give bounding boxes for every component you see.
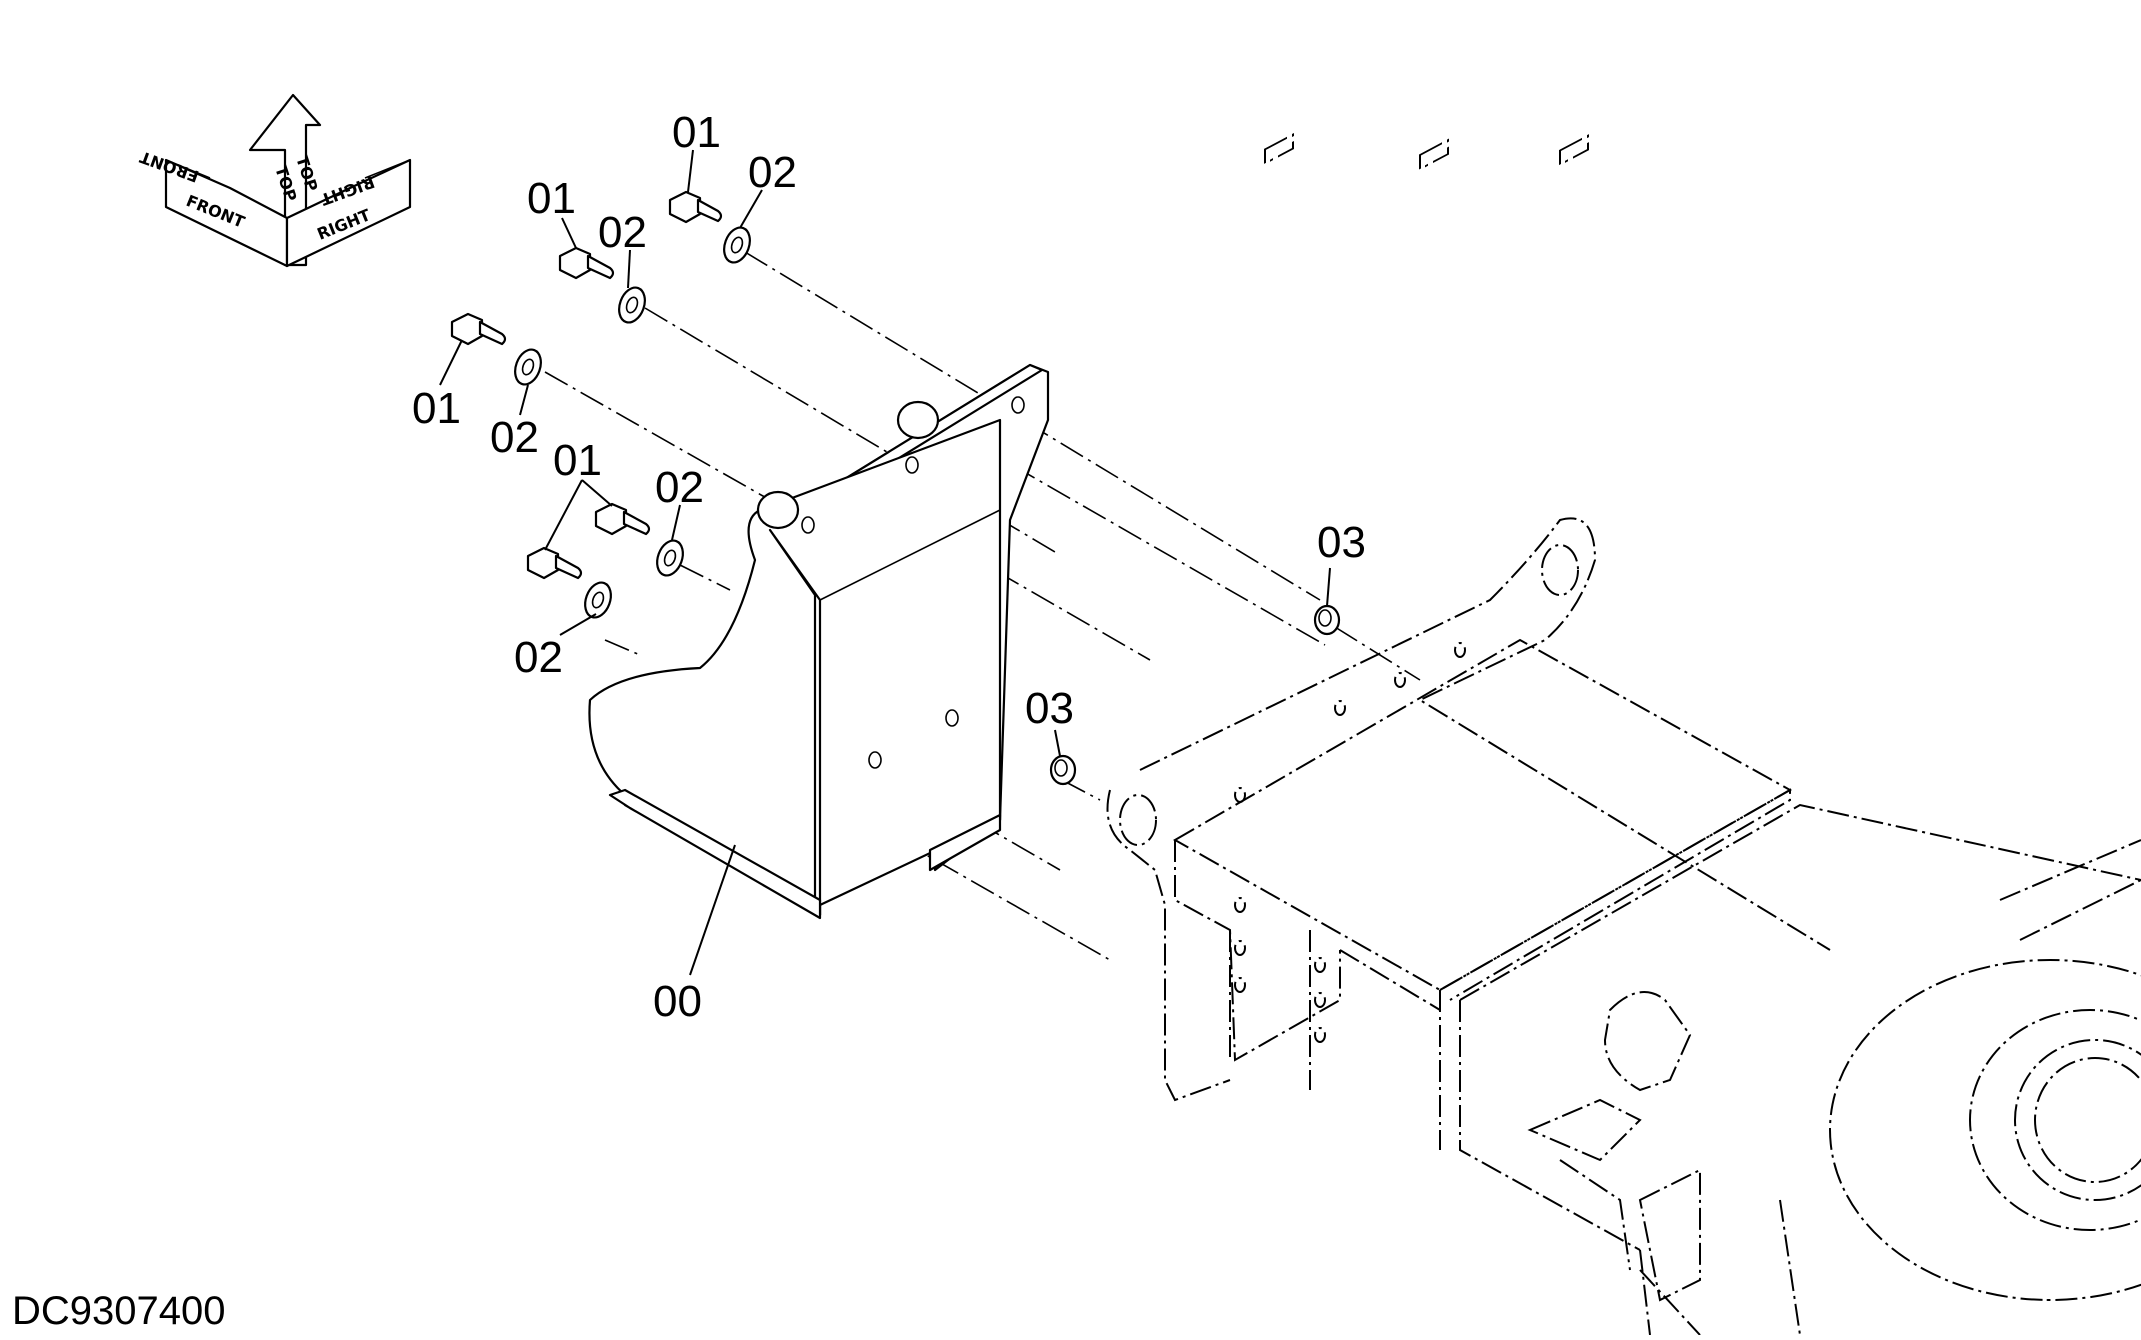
bolt-a[interactable] [670,192,721,222]
callout-washer-d: 02 [655,463,704,512]
bracket-00[interactable] [589,365,1048,918]
callout-nut-upper: 03 [1317,518,1366,567]
machine-frame [1108,0,2141,1335]
washer-c[interactable] [511,346,546,388]
washer-b[interactable] [615,284,650,326]
bolt-c[interactable] [452,314,505,344]
washer-d[interactable] [653,537,688,579]
callout-nut-lower: 03 [1025,684,1074,733]
orientation-indicator: TOP TOP FRONT FRONT RIGHT RIGHT [137,95,410,266]
callout-bolt-a: 01 [672,108,721,157]
washer-e[interactable] [581,579,616,621]
callout-bolt-b: 01 [527,174,576,223]
callout-washer-a: 02 [748,148,797,197]
nut-upper[interactable] [1315,606,1339,634]
bolt-d[interactable] [596,504,649,534]
nut-lower[interactable] [1051,756,1075,784]
callout-washer-e: 02 [514,633,563,682]
washer-a[interactable] [720,224,755,266]
callout-bolt-d: 01 [553,436,602,485]
callout-bolt-c: 01 [412,384,461,433]
callout-washer-c: 02 [490,413,539,462]
callout-bracket: 00 [653,977,702,1026]
callout-washer-b: 02 [598,208,647,257]
drawing-code: DC9307400 [12,1289,226,1333]
bolt-e[interactable] [528,548,581,578]
